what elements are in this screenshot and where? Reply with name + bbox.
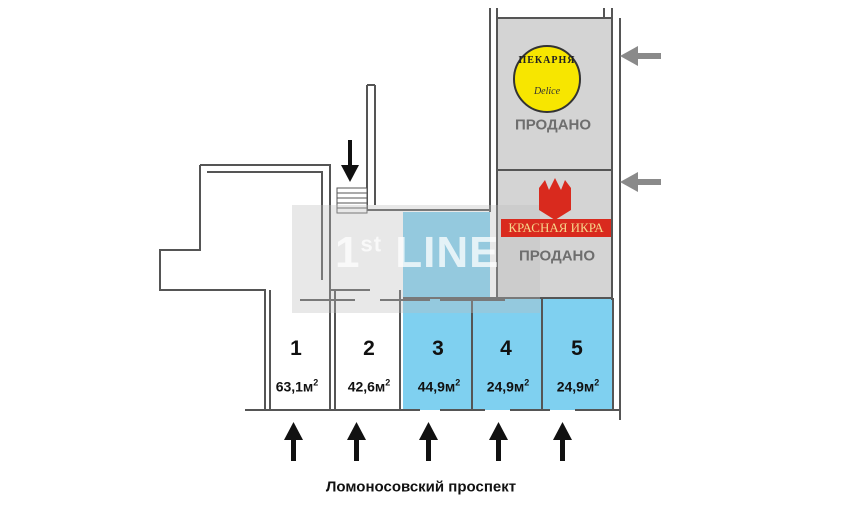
watermark-text: 1st LINE	[335, 228, 500, 278]
street-label: Ломоносовский проспект	[325, 478, 517, 496]
unit-1-area-label: 63,1м2	[276, 378, 319, 395]
area-value: 63,1м	[275, 378, 314, 395]
side-arrow-bakery	[620, 46, 661, 66]
watermark-sup: st	[360, 231, 383, 257]
entrance-arrow-1	[284, 422, 303, 461]
area-sup: 2	[524, 377, 530, 388]
sold-label-ikra: ПРОДАНО	[518, 247, 596, 265]
area-sup: 2	[313, 377, 319, 388]
ikra-crown-logo	[539, 178, 571, 220]
entrance-arrow-top	[341, 140, 359, 182]
side-entrance-arrows	[620, 46, 661, 192]
watermark-box	[292, 205, 540, 313]
sold-label-bakery: ПРОДАНО	[514, 116, 592, 134]
ikra-logo-banner: КРАСНАЯ ИКРА	[501, 219, 611, 237]
unit-4-number: 4	[500, 337, 512, 360]
area-sup: 2	[594, 377, 600, 388]
watermark-main: 1	[335, 228, 361, 277]
unit-3-area[interactable]	[403, 212, 490, 298]
entrance-arrow-3	[419, 422, 438, 461]
unit-2-area-label: 42,6м2	[348, 378, 391, 395]
unit-4-area-label: 24,9м2	[487, 378, 530, 395]
unit-5-area-label: 24,9м2	[557, 378, 600, 395]
unit-2-number: 2	[363, 337, 375, 360]
unit-3-area-label: 44,9м2	[418, 378, 461, 395]
entrance-arrow-2	[347, 422, 366, 461]
area-sup: 2	[385, 377, 391, 388]
bakery-logo: ПЕКАРНЯ Delice	[513, 45, 581, 113]
area-sup: 2	[455, 377, 461, 388]
stairs	[336, 187, 368, 214]
entrance-arrow-4	[489, 422, 508, 461]
walls	[159, 8, 621, 420]
entrance-arrow-5	[553, 422, 572, 461]
bakery-logo-title: ПЕКАРНЯ	[518, 55, 576, 66]
side-arrow-ikra	[620, 172, 661, 192]
unit-5-area[interactable]	[542, 298, 613, 410]
unit-3-area[interactable]	[403, 298, 472, 410]
area-value: 44,9м	[417, 378, 456, 395]
entrance-arrows	[284, 140, 572, 461]
unit-1-number: 1	[290, 337, 302, 360]
unit-4-area[interactable]	[472, 298, 542, 410]
bakery-logo-sub: Delice	[533, 86, 561, 97]
area-value: 42,6м	[347, 378, 386, 395]
watermark-rest: LINE	[382, 228, 500, 277]
area-value: 24,9м	[556, 378, 595, 395]
area-value: 24,9м	[486, 378, 525, 395]
unit-3-number: 3	[432, 337, 444, 360]
unit-5-number: 5	[571, 337, 583, 360]
